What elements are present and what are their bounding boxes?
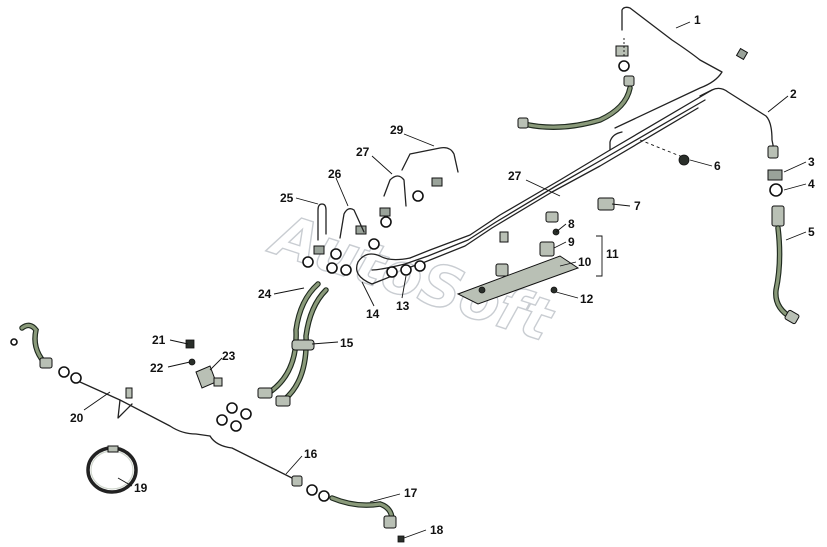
upper-hose [517, 75, 635, 130]
callout-27-lower: 27 [508, 169, 522, 183]
clamp-ring-19 [86, 445, 138, 494]
callout-13: 13 [396, 299, 410, 313]
short-pipe-26 [339, 208, 365, 239]
clip-7 [597, 197, 615, 211]
callout-19: 19 [134, 481, 148, 495]
callout-16: 16 [304, 447, 318, 461]
callout-8: 8 [568, 217, 575, 231]
lower-pipe-16-hose-17 [209, 435, 405, 543]
callout-25: 25 [280, 191, 294, 205]
right-hose-5 [767, 145, 800, 325]
callout-20: 20 [70, 411, 84, 425]
callout-12: 12 [580, 292, 594, 306]
lower-left-pipe-20 [10, 322, 211, 437]
main-pipe-bundle [401, 6, 775, 271]
fitting-top-right [615, 36, 749, 72]
short-pipe-25 [317, 203, 327, 241]
leader-lines [83, 21, 807, 539]
callout-10: 10 [578, 255, 592, 269]
callout-18: 18 [430, 523, 444, 537]
central-fittings-cluster [302, 177, 443, 285]
callout-7: 7 [634, 199, 641, 213]
callout-26: 26 [328, 167, 342, 181]
callout-15: 15 [340, 336, 354, 350]
callout-6: 6 [714, 159, 721, 173]
clip-6 [678, 154, 690, 166]
callout-5: 5 [808, 225, 815, 239]
callout-1: 1 [694, 13, 701, 27]
callout-22: 22 [150, 361, 164, 375]
bracket-parts-21-23 [185, 339, 223, 389]
callout-labels: 1 2 3 4 5 6 7 8 9 10 11 12 13 14 15 16 1… [70, 13, 815, 537]
callout-11: 11 [606, 247, 619, 261]
callout-14: 14 [366, 307, 380, 321]
callout-23: 23 [222, 349, 236, 363]
bracket-assembly-11 [456, 211, 580, 305]
callout-21: 21 [152, 333, 166, 347]
twin-hoses-15-24 [216, 281, 329, 432]
callout-29: 29 [390, 123, 404, 137]
callout-27-upper: 27 [356, 145, 370, 159]
callout-9: 9 [568, 235, 575, 249]
short-pipe-29 [401, 146, 459, 173]
short-pipe-27 [383, 175, 407, 207]
callout-2: 2 [790, 87, 797, 101]
callout-24: 24 [258, 287, 272, 301]
callout-3: 3 [808, 155, 815, 169]
callout-17: 17 [404, 486, 418, 500]
callout-4: 4 [808, 177, 815, 191]
